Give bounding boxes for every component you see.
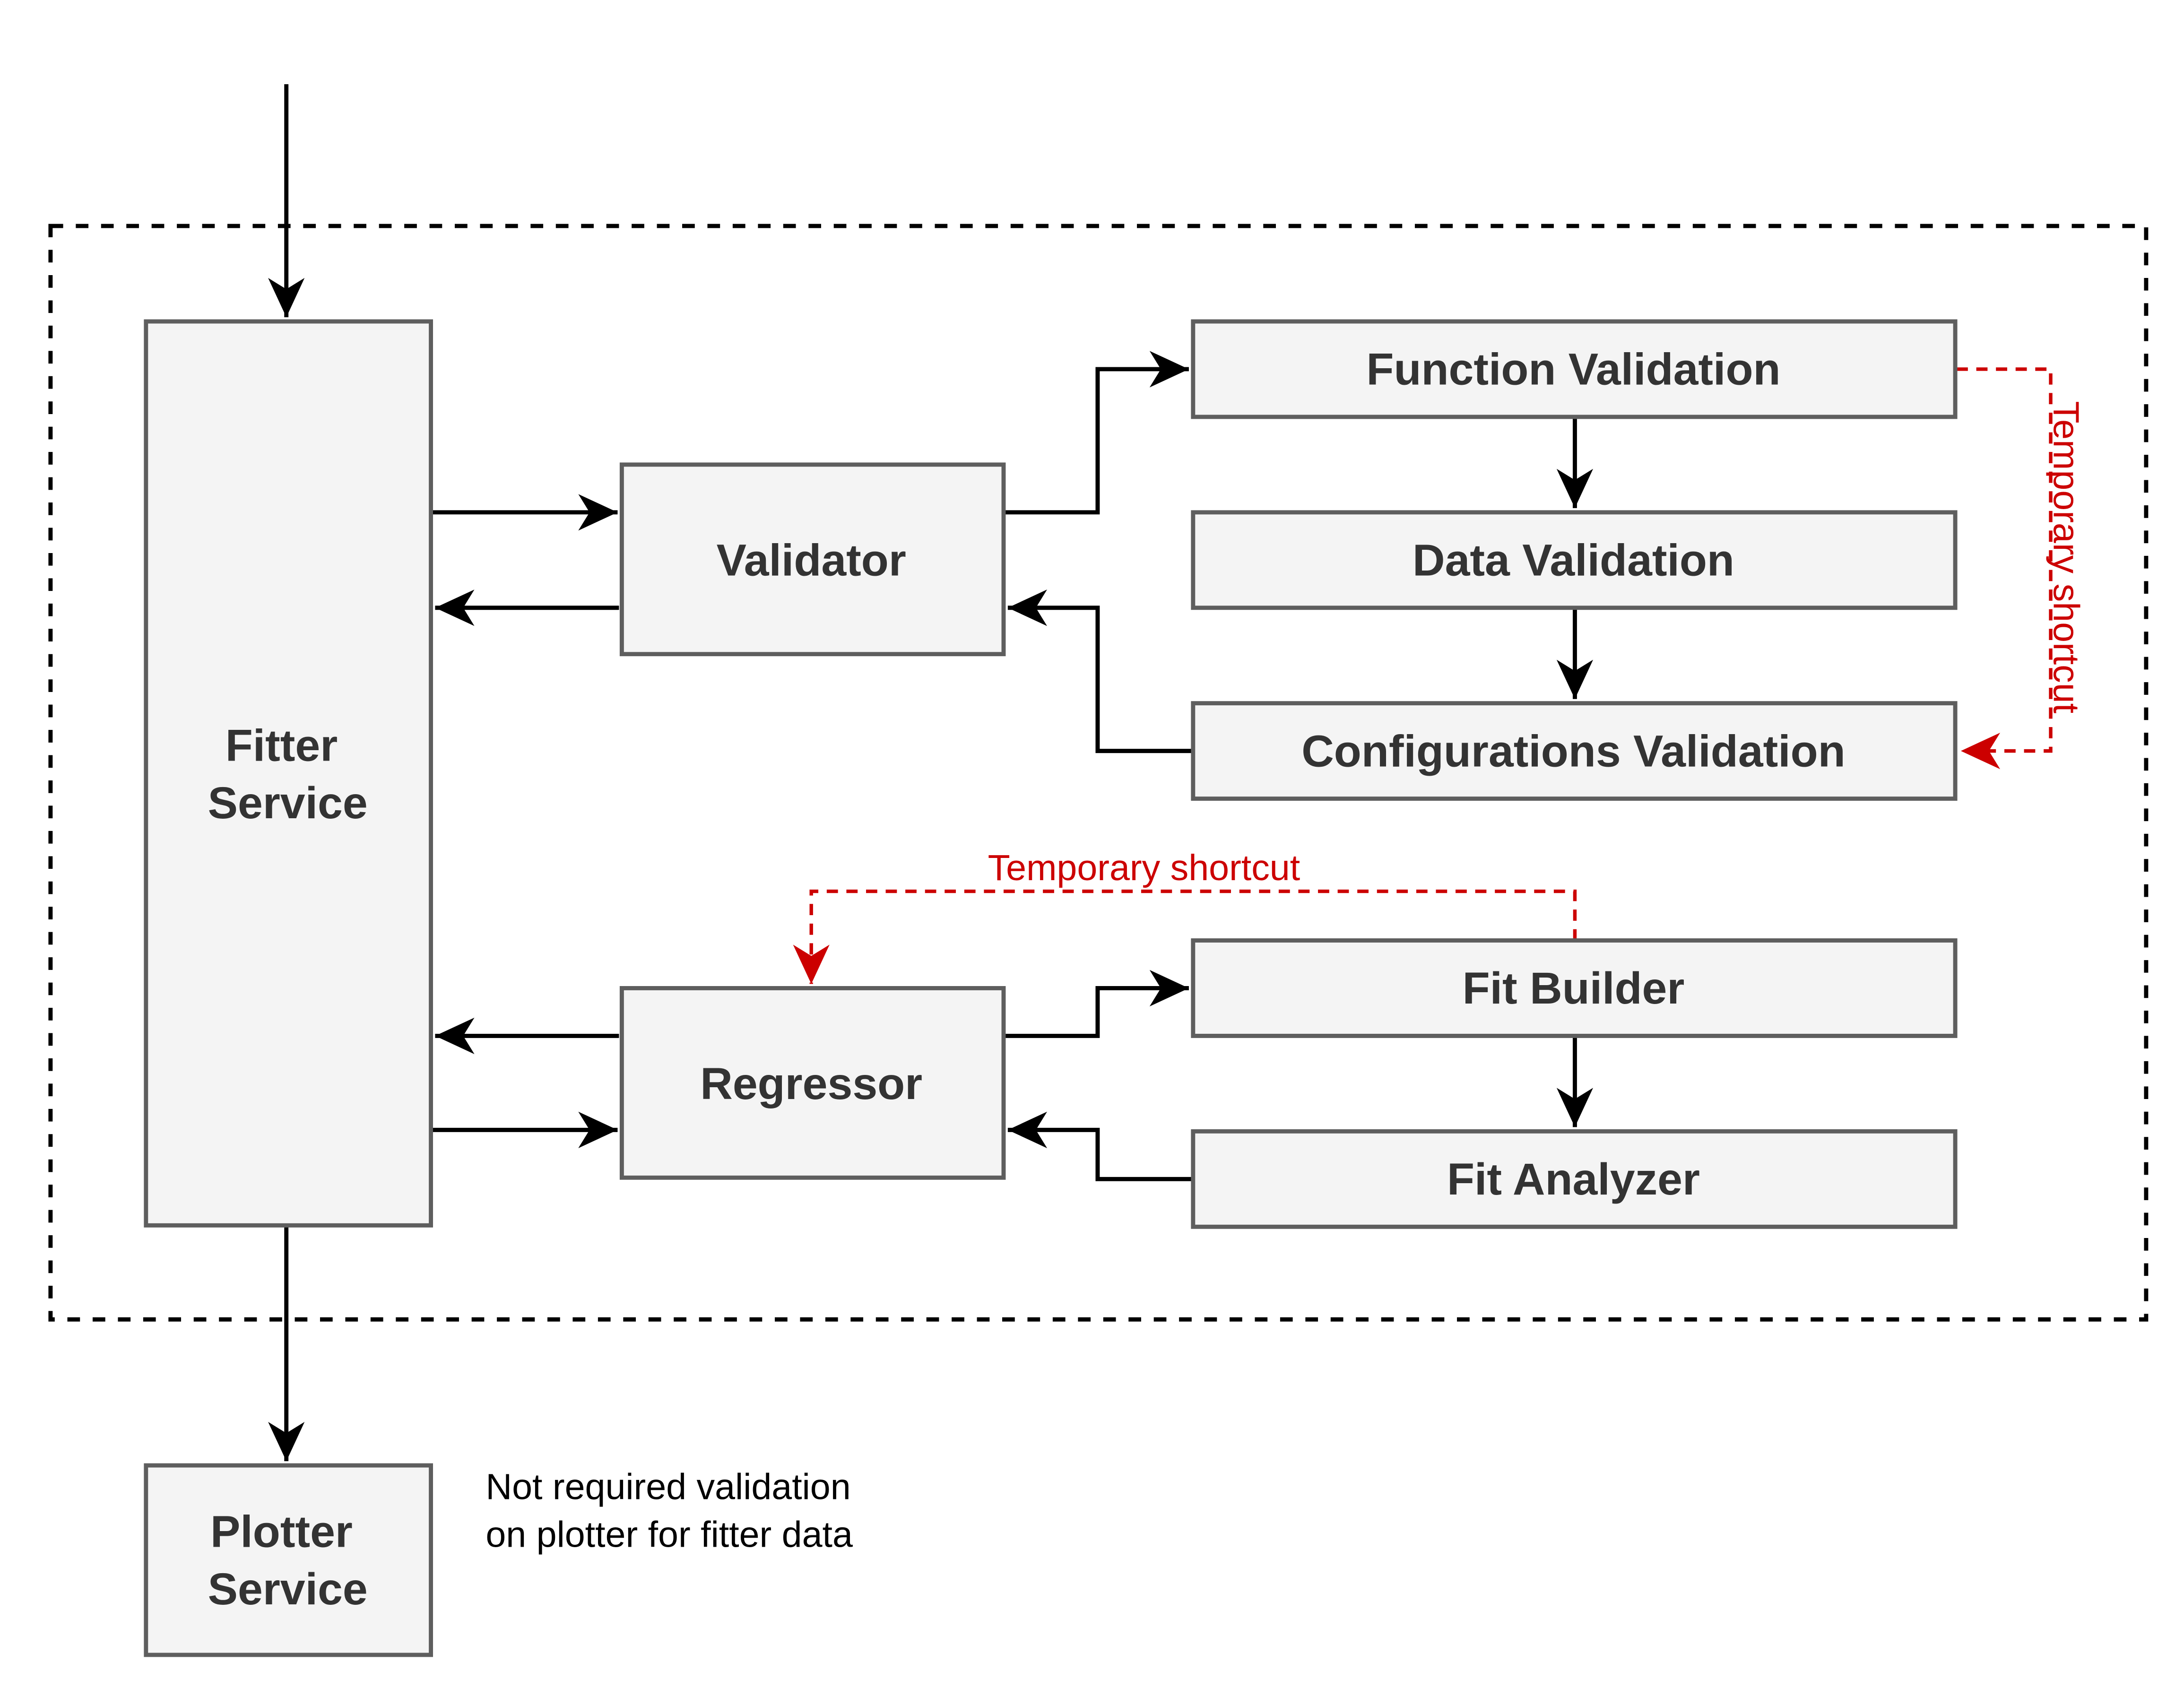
fitter-service-label-line2: Service xyxy=(208,778,368,828)
fit-builder-node: Fit Builder xyxy=(1191,938,1958,1038)
function-validation-node: Function Validation xyxy=(1191,319,1958,419)
data-validation-label: Data Validation xyxy=(1413,535,1734,585)
validator-node: Validator xyxy=(619,462,1006,657)
plotter-note-line1: Not required validation xyxy=(485,1466,850,1507)
configurations-validation-label: Configurations Validation xyxy=(1301,726,1846,776)
fitter-service-label-line1: Fitter xyxy=(225,720,338,771)
data-validation-node: Data Validation xyxy=(1191,510,1958,610)
fit-builder-label: Fit Builder xyxy=(1463,963,1685,1013)
shortcut-label-regression: Temporary shortcut xyxy=(988,848,1300,888)
shortcut-label-validation: Temporary shortcut xyxy=(2045,401,2086,714)
plotter-service-label-line1: Plotter xyxy=(210,1507,353,1557)
plotter-service-node: Plotter Service xyxy=(144,1463,433,1657)
system-boundary xyxy=(48,224,2149,1322)
validator-label: Validator xyxy=(717,535,906,585)
svg-text:Fitter Service: Fitter Service xyxy=(208,720,368,828)
edge-fit-analyzer-to-regressor xyxy=(1007,1111,1192,1181)
regressor-label: Regressor xyxy=(700,1059,922,1109)
configurations-validation-node: Configurations Validation xyxy=(1191,701,1958,801)
shortcut-fit-builder-to-regressor xyxy=(793,889,1577,984)
plotter-note: Not required validation on plotter for f… xyxy=(485,1466,861,1555)
edge-validator-to-function-validation xyxy=(1005,351,1189,515)
regressor-node: Regressor xyxy=(619,986,1006,1180)
edge-regressor-to-fit-builder xyxy=(1005,970,1189,1038)
function-validation-label: Function Validation xyxy=(1366,345,1780,395)
plotter-service-label-line2: Service xyxy=(208,1564,368,1614)
fit-analyzer-label: Fit Analyzer xyxy=(1447,1154,1700,1204)
plotter-note-line2: on plotter for fitter data xyxy=(485,1514,853,1555)
fit-analyzer-node: Fit Analyzer xyxy=(1191,1129,1958,1229)
edge-configurations-to-validator xyxy=(1007,589,1192,753)
fitter-service-node: Fitter Service xyxy=(144,319,433,1228)
shortcut-function-to-configurations xyxy=(1957,367,2053,770)
svg-text:Plotter Service: Plotter Service xyxy=(208,1507,368,1614)
